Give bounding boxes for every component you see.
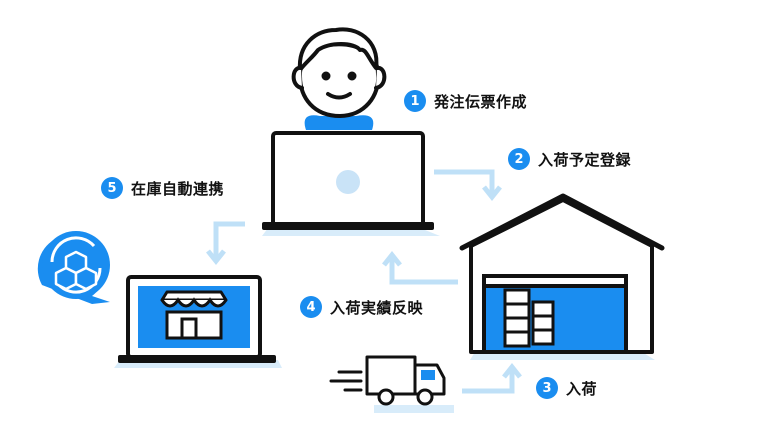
step-5: 5 在庫自動連携: [101, 177, 224, 199]
arrow-to-warehouse: [434, 169, 495, 195]
step-4: 4 入荷実績反映: [300, 296, 423, 318]
arrow-to-store: [213, 221, 245, 258]
sync-boxes-icon: [37, 231, 110, 304]
person-icon: [291, 27, 387, 130]
arrow-to-store-head: [206, 249, 226, 266]
step-1: 1 発注伝票作成: [404, 90, 527, 112]
warehouse-boxes: [503, 288, 555, 348]
step-4-label: 入荷実績反映: [330, 298, 424, 317]
step-5-badge: 5: [101, 177, 123, 199]
delivery-truck-icon: [329, 355, 454, 413]
laptop-icon: [262, 131, 434, 230]
warehouse-icon: [459, 193, 665, 354]
arrow-to-computer: [389, 258, 458, 285]
step-3: 3 入荷: [536, 377, 597, 399]
arrow-to-warehouse-head: [482, 185, 502, 202]
step-2-label: 入荷予定登録: [538, 150, 632, 169]
arrow-to-computer-head: [382, 250, 402, 267]
storefront-icon: [160, 290, 228, 340]
arrow-truck-to-warehouse: [462, 370, 515, 394]
step-4-badge: 4: [300, 296, 322, 318]
step-1-badge: 1: [404, 90, 426, 112]
storefront-laptop-icon: [118, 275, 276, 363]
step-5-label: 在庫自動連携: [131, 179, 225, 198]
step-2-badge: 2: [508, 148, 530, 170]
flow-arrows: [206, 169, 522, 394]
step-1-label: 発注伝票作成: [434, 92, 528, 111]
step-3-label: 入荷: [566, 379, 598, 398]
step-3-badge: 3: [536, 377, 558, 399]
step-2: 2 入荷予定登録: [508, 148, 631, 170]
arrow-truck-head: [502, 362, 522, 379]
